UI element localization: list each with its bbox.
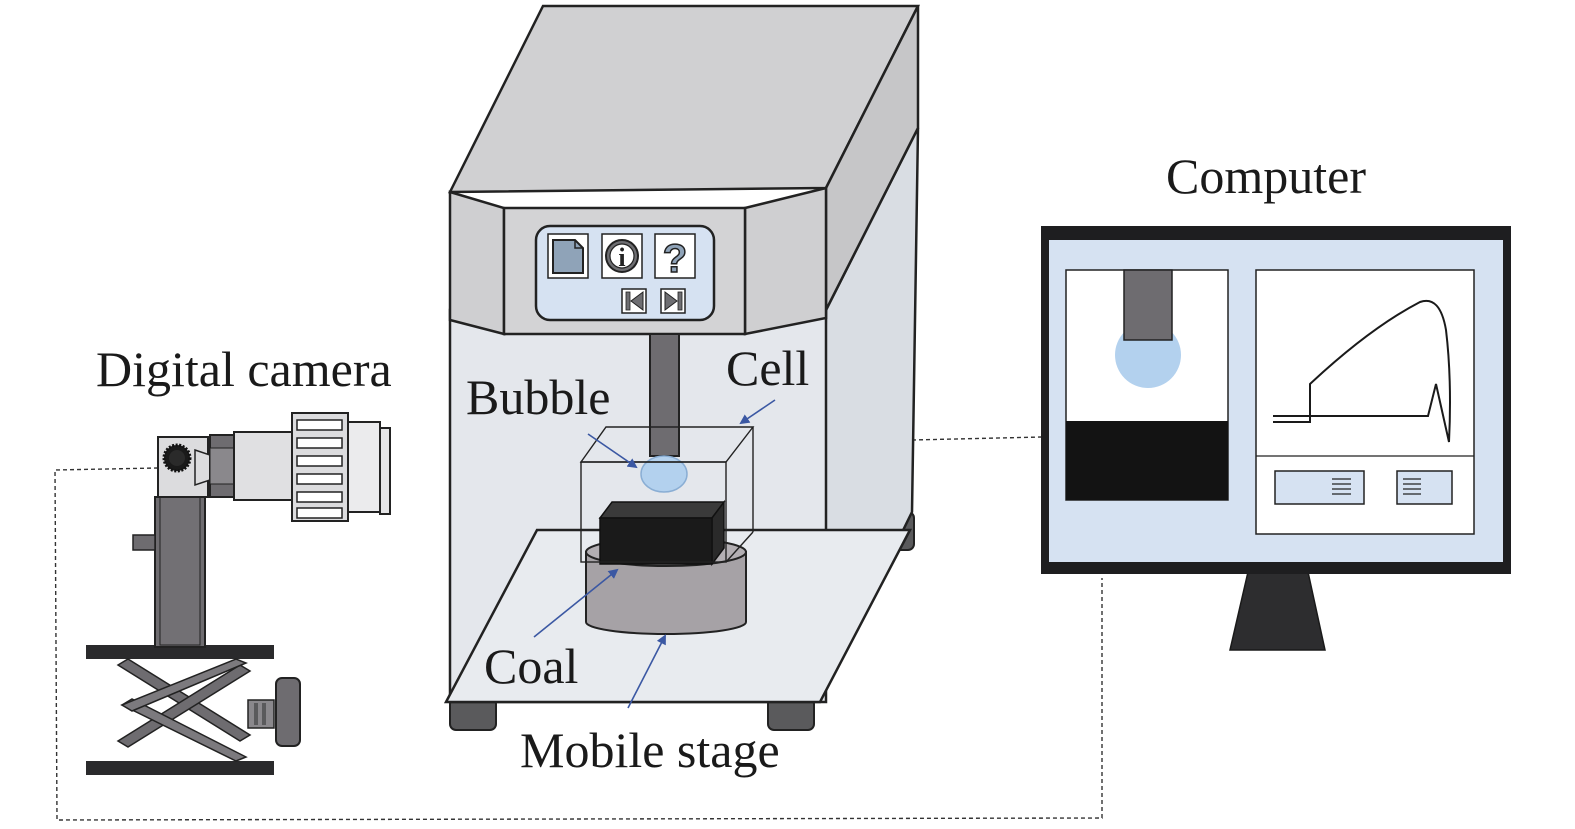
- annotation-arrows: [533, 399, 776, 709]
- monitor-stand: [1229, 571, 1326, 651]
- force-curve: [1273, 299, 1451, 443]
- instrument: i ?: [443, 4, 921, 731]
- lab-jack: [86, 645, 301, 775]
- screen-camera-view: [1065, 269, 1229, 501]
- bubble-arrow: [587, 433, 638, 469]
- skip-back-icon[interactable]: [621, 288, 647, 314]
- screen-button-right[interactable]: [1396, 470, 1453, 505]
- camera-assembly: [86, 412, 391, 775]
- label-coal: Coal: [484, 638, 578, 694]
- instrument-front-bevel-left: [448, 190, 506, 336]
- computer: [1041, 226, 1511, 651]
- label-digital-camera: Digital camera: [96, 341, 392, 397]
- screen-graph-panel: [1255, 269, 1475, 535]
- bubble: [640, 455, 688, 493]
- label-mobile-stage: Mobile stage: [520, 722, 780, 778]
- needle-rod: [649, 333, 680, 457]
- coal-block: [598, 499, 726, 567]
- control-panel: i ?: [534, 224, 716, 322]
- skip-forward-icon[interactable]: [660, 288, 686, 314]
- label-cell: Cell: [726, 340, 809, 396]
- cell-arrow: [739, 399, 776, 425]
- glass-cell: [579, 426, 755, 563]
- help-glyph: ?: [663, 237, 687, 281]
- info-icon[interactable]: i: [601, 233, 643, 279]
- screen-needle: [1123, 269, 1173, 341]
- info-glyph: i: [618, 243, 625, 272]
- label-computer: Computer: [1166, 148, 1366, 204]
- camera-cable: [54, 467, 1103, 821]
- instrument-front-bevel-right: [743, 186, 828, 336]
- label-bubble: Bubble: [466, 369, 610, 425]
- cable-lines: [54, 436, 1103, 821]
- instrument-cable: [911, 436, 1043, 441]
- camera-lens-grip: [291, 412, 349, 522]
- help-icon[interactable]: ?: [654, 233, 696, 282]
- screen-button-left[interactable]: [1274, 470, 1365, 505]
- document-icon[interactable]: [547, 233, 589, 279]
- camera-lens-front: [347, 421, 381, 513]
- camera-lens: [233, 431, 295, 501]
- camera-post-knob: [132, 534, 156, 551]
- coal-arrow: [533, 568, 619, 638]
- stage-arrow: [627, 634, 666, 709]
